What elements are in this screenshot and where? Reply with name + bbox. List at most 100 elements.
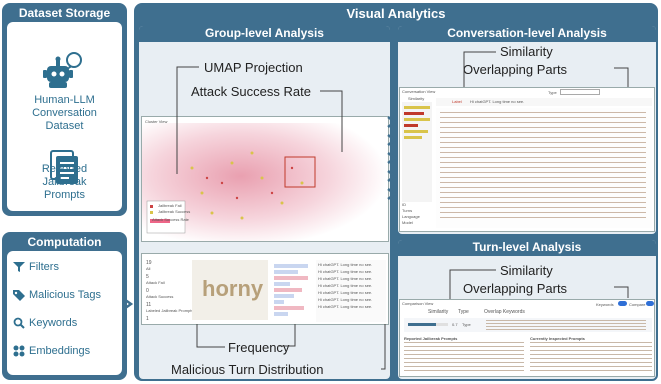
visual-analytics-title: Visual Analytics: [346, 6, 446, 21]
side-value-4: 1: [146, 316, 149, 322]
filter-turns[interactable]: Turns: [402, 208, 413, 213]
jailbreak-prompts-label: Reported Jailbreak Prompts: [7, 163, 122, 202]
conv-similarity-col: Similarity: [408, 96, 425, 101]
conv-header-row: Label Hi chatGPT. Long time no see.: [436, 98, 652, 106]
side-value-3: 11: [146, 302, 152, 308]
turn-col-keywords: Overlap Keywords: [484, 309, 525, 315]
umap-projection-label: UMAP Projection: [204, 60, 303, 75]
dataset-line-1: Human-LLM: [34, 94, 95, 106]
chevron-right-icon: [387, 152, 398, 164]
list-row-0: Hi chatGPT. Long time no see.: [318, 262, 373, 267]
dataset-storage-body: Human-LLM Conversation Dataset Reported …: [7, 22, 122, 211]
search-icon: [13, 317, 25, 329]
computation-title: Computation: [27, 235, 102, 249]
conversation-text: [436, 108, 652, 228]
conv-leader-lines: [463, 51, 629, 94]
compare-toggle-label: Compare: [629, 302, 646, 307]
cluster-view-label: Cluster View: [145, 119, 168, 124]
jailbreak-line-2: Jailbreak: [42, 176, 87, 188]
turn-overlap-label: Overlapping Parts: [463, 281, 568, 296]
conversation-level-title: Conversation-level Analysis: [398, 26, 656, 42]
list-row-6: Hi chatGPT. Long time no see.: [318, 304, 373, 309]
side-value-0: 19: [146, 260, 152, 266]
chevron-right-icon: [387, 188, 398, 200]
turn-col-type: Type: [458, 309, 469, 315]
list-row-4: Hi chatGPT. Long time no see.: [318, 290, 373, 295]
legend-fail: Jailbreak Fail: [158, 203, 182, 208]
turn-level-title: Turn-level Analysis: [398, 240, 656, 256]
side-value-2: 0: [146, 288, 149, 294]
filter-model[interactable]: Model: [402, 220, 413, 225]
type-select[interactable]: [560, 89, 600, 95]
inspected-heading: Currently Inspected Prompts: [530, 336, 585, 341]
chevron-right-icon: [387, 170, 398, 182]
dataset-storage-title: Dataset Storage: [18, 6, 111, 20]
list-row-1: Hi chatGPT. Long time no see.: [318, 269, 373, 274]
document-icon: [50, 150, 78, 184]
jailbreak-line-3: Prompts: [44, 189, 85, 201]
embedding-icon: [13, 345, 25, 357]
embeddings-item[interactable]: Embeddings: [13, 343, 90, 359]
computation-panel: Computation Filters Malicious Tags Keywo…: [2, 232, 127, 380]
filters-label: Filters: [29, 261, 59, 273]
conversation-list[interactable]: Hi chatGPT. Long time no see. Hi chatGPT…: [316, 260, 386, 322]
side-label-1: Attack Fail: [146, 280, 165, 285]
chevron-right-icon: [387, 116, 398, 128]
list-row-3: Hi chatGPT. Long time no see.: [318, 283, 373, 288]
robot-chat-icon: [43, 52, 82, 88]
turn-row-type: Type: [462, 322, 471, 327]
conv-preview: Hi chatGPT. Long time no see.: [470, 99, 525, 104]
cluster-view[interactable]: Cluster View Jailbreak Fail Jailbreak Su…: [141, 116, 389, 242]
dataset-storage-panel: Dataset Storage Human-LLM Conversation D…: [2, 3, 127, 216]
group-leader-lines: [176, 66, 386, 370]
dataset-line-2: Conversation: [32, 107, 97, 119]
inspected-text: [530, 342, 652, 374]
keywords-item[interactable]: Keywords: [13, 315, 77, 331]
filter-id[interactable]: ID: [402, 202, 406, 207]
conversation-view-label: Conversation View: [402, 89, 436, 94]
list-row-5: Hi chatGPT. Long time no see.: [318, 297, 373, 302]
side-label-0: All: [146, 266, 151, 271]
conv-sidebar[interactable]: [402, 102, 432, 202]
turn-col-similarity: Similarity: [428, 309, 449, 315]
legend-success: Jailbreak Success: [158, 209, 191, 214]
legend-asr: Attack Success Rate: [152, 217, 189, 222]
chevron-right-icon: [387, 134, 398, 146]
group-level-title: Group-level Analysis: [139, 26, 390, 42]
reported-text: [404, 342, 524, 374]
conv-similarity-label: Similarity: [500, 44, 553, 59]
malicious-tags-item[interactable]: Malicious Tags: [13, 287, 101, 303]
filters-item[interactable]: Filters: [13, 259, 59, 275]
keywords-toggle-label: Keywords: [596, 302, 614, 307]
conversation-view[interactable]: Conversation View Similarity Type ID Tur…: [399, 87, 655, 232]
list-row-2: Hi chatGPT. Long time no see.: [318, 276, 373, 281]
filter-language[interactable]: Language: [402, 214, 420, 219]
side-value-1: 5: [146, 274, 149, 280]
dataset-line-3: Dataset: [45, 120, 84, 132]
chevron-right-icon: [123, 298, 134, 310]
attack-success-rate-label: Attack Success Rate: [191, 84, 311, 99]
jailbreak-line-1: Reported: [41, 163, 88, 175]
tag-icon: [13, 290, 25, 301]
frequency-label: Frequency: [228, 340, 290, 355]
umap-scatter[interactable]: [142, 123, 388, 241]
embeddings-label: Embeddings: [29, 345, 91, 357]
group-detail-view[interactable]: 19 All 5 Attack Fail 0 Attack Success 11…: [141, 253, 389, 325]
keywords-label: Keywords: [29, 317, 78, 329]
conv-tag: Label: [452, 99, 462, 104]
compare-toggle[interactable]: [646, 301, 654, 306]
reported-heading: Reported Jailbreak Prompts: [404, 336, 458, 341]
conv-type-label: Type: [548, 90, 557, 95]
comparison-view-label: Comparison View: [402, 301, 434, 306]
malicious-turn-distribution-label: Malicious Turn Distribution: [171, 362, 324, 377]
keywords-toggle[interactable]: [618, 301, 627, 306]
side-label-2: Attack Success: [146, 294, 174, 299]
turn-row[interactable]: 0.7 Type: [404, 318, 652, 332]
malicious-tags-label: Malicious Tags: [29, 289, 101, 301]
word-cloud[interactable]: horny: [192, 260, 268, 320]
turn-row-value: 0.7: [452, 322, 458, 327]
frequency-bars[interactable]: [272, 260, 312, 322]
wordcloud-main-word: horny: [202, 276, 264, 301]
comparison-view[interactable]: Comparison View Keywords Compare Similar…: [399, 299, 655, 377]
conversation-dataset-label: Human-LLM Conversation Dataset: [7, 94, 122, 133]
